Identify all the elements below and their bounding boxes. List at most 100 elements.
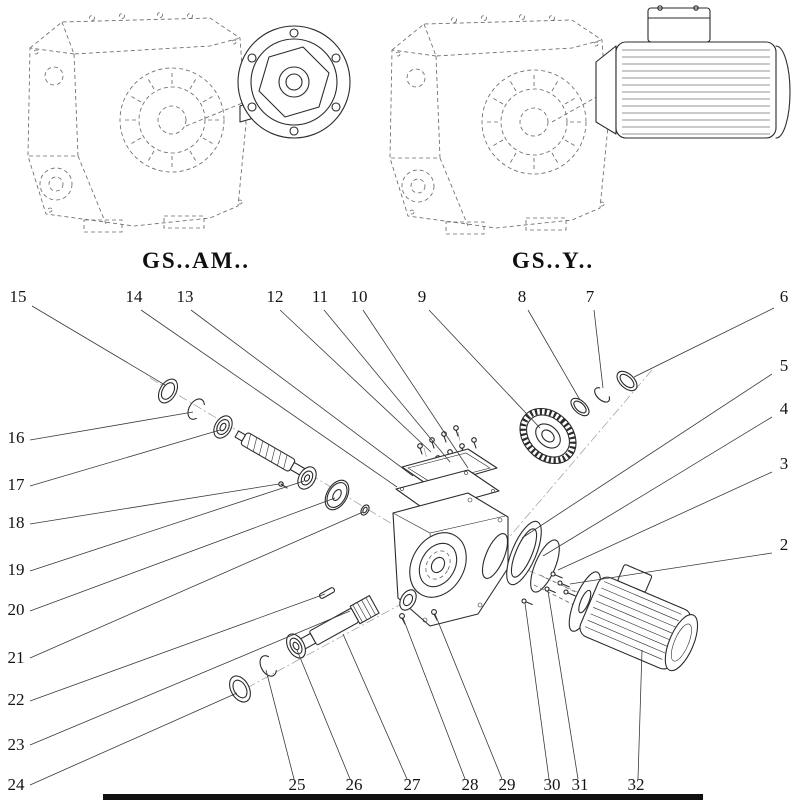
snap-ring-16	[187, 398, 205, 420]
label-gs-am: GS..AM..	[142, 248, 250, 273]
leader-line-32	[637, 649, 643, 780]
snap-ring-26	[259, 655, 277, 677]
leader-line-30	[524, 602, 550, 780]
part-number-21: 21	[8, 648, 25, 667]
output-shaft-23	[295, 595, 380, 652]
leader-line-21	[29, 511, 364, 659]
lower-cover-plate	[395, 469, 500, 512]
leader-line-31	[547, 590, 579, 780]
part-number-3: 3	[780, 454, 789, 473]
key-22	[318, 587, 336, 599]
flange-cover-5	[506, 520, 542, 586]
ring-8	[570, 397, 590, 417]
seal-ring-15	[157, 378, 179, 404]
leader-line-25	[265, 669, 295, 780]
part-number-22: 22	[8, 690, 25, 709]
exploded-view	[149, 369, 699, 703]
o-ring-4	[530, 539, 560, 593]
part-number-6: 6	[780, 287, 789, 306]
leader-line-22	[29, 593, 326, 702]
part-number-10: 10	[351, 287, 368, 306]
terminal-box	[647, 7, 711, 43]
bearing-17	[213, 415, 233, 439]
fan-cowl	[775, 45, 791, 139]
part-number-16: 16	[8, 428, 25, 447]
leader-line-28	[402, 617, 466, 780]
sketch-gs-y	[389, 5, 791, 235]
leader-line-15	[31, 305, 166, 386]
part-number-17: 17	[8, 475, 26, 494]
leader-line-26	[296, 649, 351, 780]
output-flange	[185, 25, 351, 139]
flange-bolts	[533, 571, 589, 609]
part-number-25: 25	[289, 775, 306, 794]
part-number-13: 13	[177, 287, 194, 306]
part-number-23: 23	[8, 735, 25, 754]
leader-line-11	[323, 309, 451, 463]
ring-21	[360, 504, 370, 516]
part-number-9: 9	[418, 287, 427, 306]
leader-line-29	[434, 613, 503, 780]
motor-fan-cowl	[664, 614, 699, 672]
part-number-11: 11	[312, 287, 328, 306]
part-number-29: 29	[499, 775, 516, 794]
part-number-15: 15	[10, 287, 27, 306]
motor-body-fins	[584, 581, 682, 660]
part-number-19: 19	[8, 560, 25, 579]
part-number-26: 26	[346, 775, 363, 794]
part-number-14: 14	[126, 287, 144, 306]
gearbox-housing	[392, 492, 509, 627]
leader-line-5	[521, 373, 773, 539]
leader-line-27	[342, 633, 408, 780]
bearing-27	[286, 633, 306, 659]
leader-line-20	[29, 497, 336, 612]
part-number-31: 31	[572, 775, 589, 794]
bearing-19	[297, 466, 317, 490]
part-number-24: 24	[8, 775, 26, 794]
seal-ring-25	[229, 675, 251, 703]
motor-sketch	[551, 5, 791, 139]
leader-line-13	[190, 309, 414, 477]
leader-line-10	[362, 309, 469, 469]
motor-exploded	[568, 564, 699, 672]
leader-line-4	[542, 416, 773, 557]
part-number-7: 7	[586, 287, 595, 306]
gearbox-housing-sketch	[27, 12, 247, 233]
sketch-gs-am	[27, 12, 351, 233]
part-number-32: 32	[628, 775, 645, 794]
worm-gear-disc-20	[324, 479, 350, 511]
leader-line-7	[593, 309, 604, 389]
leader-line-6	[633, 307, 775, 378]
leader-line-18	[29, 483, 280, 525]
worm-shaft	[234, 430, 308, 478]
housing-screws	[399, 586, 556, 625]
part-number-12: 12	[267, 287, 284, 306]
leader-line-17	[29, 429, 221, 487]
leader-line-16	[29, 411, 194, 441]
part-number-4: 4	[780, 399, 789, 418]
leader-line-2	[569, 552, 773, 585]
ring-6	[616, 370, 638, 392]
leader-line-14	[140, 309, 398, 488]
snap-ring-7	[594, 387, 611, 403]
leader-line-8	[527, 309, 581, 401]
part-number-28: 28	[462, 775, 479, 794]
part-number-20: 20	[8, 600, 25, 619]
leader-line-12	[279, 309, 432, 453]
leader-line-3	[557, 471, 773, 571]
leader-line-24	[29, 692, 238, 786]
gearbox-housing-sketch	[389, 14, 609, 235]
label-gs-y: GS..Y..	[512, 248, 594, 273]
part-number-18: 18	[8, 513, 25, 532]
upper-cover-plate	[401, 448, 498, 488]
part-number-2: 2	[780, 535, 789, 554]
leader-line-23	[29, 610, 351, 746]
motor-fins	[622, 49, 770, 135]
leader-line-19	[29, 480, 305, 572]
bottom-scan-bar	[103, 794, 703, 800]
part-number-5: 5	[780, 356, 789, 375]
part-number-27: 27	[404, 775, 422, 794]
